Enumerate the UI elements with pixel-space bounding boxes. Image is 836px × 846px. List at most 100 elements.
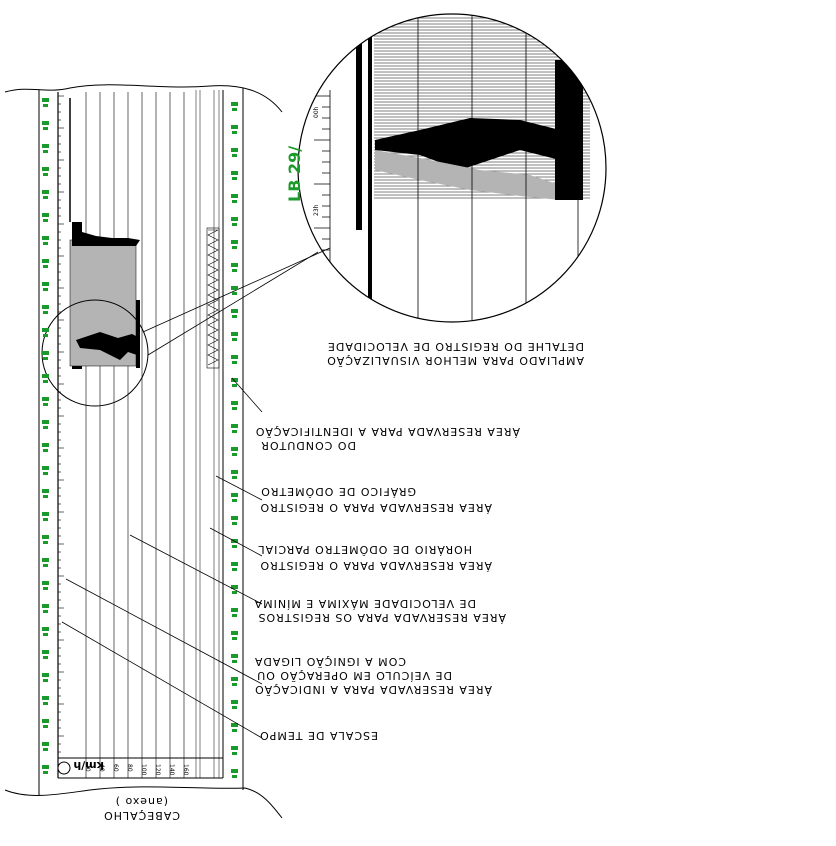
green-mark — [232, 315, 237, 318]
speed-tick-label: 20 — [84, 764, 91, 772]
green-mark — [43, 633, 48, 636]
green-mark — [43, 702, 48, 705]
label-ignition-line3: COM A IGNIÇÃO LIGADA — [254, 655, 406, 668]
label-speed-records-line1: ÁREA RESERVADA PARA OS REGISTROS — [257, 611, 506, 624]
green-mark — [231, 401, 238, 405]
green-mark — [232, 200, 237, 203]
label-speed-records-line2: DE VELOCIDADE MÁXIMA E MÍNIMA — [254, 597, 476, 610]
green-mark — [43, 472, 48, 475]
time-scale-ticks — [58, 95, 64, 753]
label-driver-line2: DO CONDUTOR — [260, 439, 356, 452]
green-mark — [42, 397, 49, 401]
green-mark — [231, 746, 238, 750]
green-mark — [42, 719, 49, 723]
green-mark — [42, 443, 49, 447]
green-mark — [232, 752, 237, 755]
label-time-scale: ESCALA DE TEMPO — [259, 729, 378, 742]
green-mark — [232, 177, 237, 180]
green-mark — [42, 627, 49, 631]
green-mark — [231, 309, 238, 313]
caption-anexo: (anexo ) — [115, 795, 168, 808]
green-mark — [232, 131, 237, 134]
green-mark — [231, 355, 238, 359]
green-mark — [232, 522, 237, 525]
green-mark — [232, 453, 237, 456]
green-mark — [231, 148, 238, 152]
green-mark — [43, 173, 48, 176]
green-mark — [43, 380, 48, 383]
green-mark — [231, 631, 238, 635]
green-mark — [232, 660, 237, 663]
speed-record — [69, 222, 140, 369]
green-mark — [43, 334, 48, 337]
green-mark — [42, 259, 49, 263]
green-mark — [43, 656, 48, 659]
green-mark — [232, 361, 237, 364]
green-mark — [232, 430, 237, 433]
green-mark — [231, 654, 238, 658]
green-mark — [42, 604, 49, 608]
green-mark — [231, 171, 238, 175]
label-detail-line1: DETALHE DO REGISTRO DE VELOCIDADE — [327, 340, 584, 353]
green-mark — [43, 403, 48, 406]
green-mark — [43, 748, 48, 751]
caption-cabecalho: CABEÇALHO — [103, 809, 180, 822]
label-driver-line1: ÁREA RESERVADA PARA A IDENTIFICAÇÃO — [255, 425, 520, 438]
green-mark — [42, 420, 49, 424]
green-mark — [231, 125, 238, 129]
green-mark — [231, 700, 238, 704]
green-mark — [42, 213, 49, 217]
green-mark — [232, 154, 237, 157]
magnifier-logo: LB 29/ — [285, 146, 304, 202]
green-mark — [231, 769, 238, 773]
green-mark — [43, 150, 48, 153]
green-mark — [232, 246, 237, 249]
speed-unit-label: km/h — [73, 759, 104, 772]
green-mark — [43, 357, 48, 360]
green-mark — [42, 328, 49, 332]
speed-tick-label: 60 — [112, 764, 119, 772]
green-mark — [42, 282, 49, 286]
green-mark — [231, 562, 238, 566]
green-mark — [43, 311, 48, 314]
speed-tick-label: 100 — [140, 764, 147, 776]
green-mark — [232, 269, 237, 272]
green-mark — [232, 637, 237, 640]
green-mark — [231, 378, 238, 382]
green-mark — [43, 288, 48, 291]
green-mark — [43, 679, 48, 682]
green-mark — [43, 495, 48, 498]
magnifier-large: 00h 23h LB 29/ — [285, 13, 607, 323]
green-mark — [43, 610, 48, 613]
green-mark — [43, 219, 48, 222]
green-mark — [42, 144, 49, 148]
green-mark — [231, 516, 238, 520]
green-mark — [42, 765, 49, 769]
green-mark — [231, 240, 238, 244]
green-mark — [42, 236, 49, 240]
speed-tick-label: 40 — [98, 764, 105, 772]
label-ignition-line2: DE VEÍCULO EM OPERAÇÃO OU — [256, 669, 452, 682]
green-mark — [43, 265, 48, 268]
green-mark — [42, 696, 49, 700]
paper-bottom-edge — [4, 786, 283, 819]
green-mark — [42, 374, 49, 378]
green-mark — [43, 449, 48, 452]
green-mark — [43, 518, 48, 521]
green-mark — [232, 292, 237, 295]
green-margin-marks — [42, 98, 238, 778]
green-mark — [231, 493, 238, 497]
label-detail-line2: AMPLIADO PARA MELHOR VISUALIZAÇÃO — [326, 354, 584, 367]
green-mark — [231, 470, 238, 474]
green-mark — [43, 541, 48, 544]
green-mark — [232, 499, 237, 502]
green-mark — [231, 723, 238, 727]
green-mark — [232, 706, 237, 709]
green-mark — [232, 545, 237, 548]
green-mark — [42, 305, 49, 309]
odometer-column-marks — [195, 90, 220, 778]
label-partial-odometer-line2: HORÁRIO DE ODÔMETRO PARCIAL — [258, 543, 472, 556]
green-mark — [231, 217, 238, 221]
speed-tick-label: 160 — [182, 764, 189, 776]
green-mark — [42, 650, 49, 654]
